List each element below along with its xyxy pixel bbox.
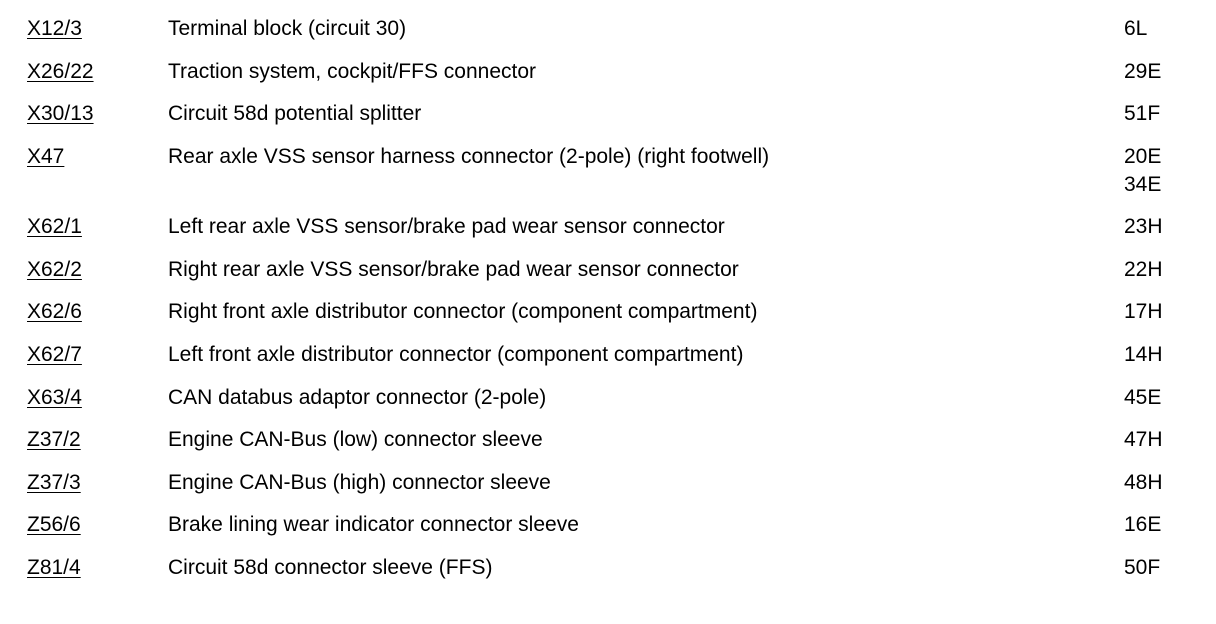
component-code-link[interactable]: Z81/4 — [27, 556, 81, 580]
legend-row: X47 Rear axle VSS sensor harness connecto… — [27, 143, 1187, 214]
component-description: Left front axle distributor connector (c… — [168, 343, 744, 367]
grid-reference-list: 47H — [1124, 426, 1163, 454]
legend-row: X26/22 Traction system, cockpit/FFS conne… — [27, 58, 1187, 101]
grid-reference: 23H — [1124, 215, 1163, 239]
legend-row: Z81/4 Circuit 58d connector sleeve (FFS) 5… — [27, 554, 1187, 597]
legend-row: Z37/2 Engine CAN-Bus (low) connector slee… — [27, 426, 1187, 469]
grid-reference-list: 17H — [1124, 298, 1163, 326]
component-code-link[interactable]: X47 — [27, 144, 65, 168]
grid-reference: 22H — [1124, 257, 1163, 281]
component-code-link[interactable]: X62/2 — [27, 257, 82, 281]
grid-reference-list: 16E — [1124, 511, 1161, 539]
grid-reference: 29E — [1124, 59, 1162, 83]
grid-reference-list: 22H — [1124, 256, 1163, 284]
component-code-link[interactable]: X63/4 — [27, 385, 82, 409]
component-description: Rear axle VSS sensor harness connector (… — [168, 144, 770, 168]
grid-reference: 34E — [1124, 172, 1162, 196]
component-description: Left rear axle VSS sensor/brake pad wear… — [168, 215, 725, 239]
grid-reference-list: 48H — [1124, 469, 1163, 497]
grid-reference: 47H — [1124, 428, 1163, 452]
grid-reference: 17H — [1124, 300, 1163, 324]
component-code-link[interactable]: X62/1 — [27, 215, 82, 239]
legend-row: X30/13 Circuit 58d potential splitter 51F — [27, 100, 1187, 143]
legend-row: X62/2 Right rear axle VSS sensor/brake pa… — [27, 256, 1187, 299]
legend-row: X12/3 Terminal block (circuit 30) 6L — [27, 15, 1187, 58]
component-code-link[interactable]: X62/6 — [27, 300, 82, 324]
legend-row: Z37/3 Engine CAN-Bus (high) connector sle… — [27, 469, 1187, 512]
grid-reference: 16E — [1124, 513, 1162, 537]
legend-row: X62/7 Left front axle distributor connect… — [27, 341, 1187, 384]
component-description: Circuit 58d potential splitter — [168, 102, 422, 126]
component-description: Brake lining wear indicator connector sl… — [168, 513, 579, 537]
component-description: Circuit 58d connector sleeve (FFS) — [168, 556, 493, 580]
grid-reference-list: 6L — [1124, 15, 1147, 43]
component-description: Engine CAN-Bus (low) connector sleeve — [168, 428, 543, 452]
component-code-link[interactable]: Z56/6 — [27, 513, 81, 537]
component-description: Right rear axle VSS sensor/brake pad wea… — [168, 257, 739, 281]
legend-row: X62/1 Left rear axle VSS sensor/brake pad… — [27, 213, 1187, 256]
component-description: Traction system, cockpit/FFS connector — [168, 59, 537, 83]
legend-row: Z56/6 Brake lining wear indicator connect… — [27, 511, 1187, 554]
component-description: CAN databus adaptor connector (2-pole) — [168, 385, 547, 409]
grid-reference: 20E — [1124, 144, 1162, 168]
grid-reference: 50F — [1124, 556, 1161, 580]
legend-row: X63/4 CAN databus adaptor connector (2-po… — [27, 384, 1187, 427]
component-code-link[interactable]: Z37/3 — [27, 470, 81, 494]
grid-reference-list: 29E — [1124, 58, 1161, 86]
component-code-link[interactable]: X12/3 — [27, 17, 82, 40]
component-description: Engine CAN-Bus (high) connector sleeve — [168, 470, 551, 494]
component-legend-table: X12/3 Terminal block (circuit 30) 6L X26/22… — [27, 15, 1187, 597]
grid-reference-list: 23H — [1124, 213, 1163, 241]
component-code-link[interactable]: X62/7 — [27, 343, 82, 367]
component-description: Right front axle distributor connector (… — [168, 300, 758, 324]
grid-reference: 45E — [1124, 385, 1162, 409]
grid-reference-list: 51F — [1124, 100, 1160, 128]
component-description: Terminal block (circuit 30) — [168, 17, 407, 40]
grid-reference-list: 14H — [1124, 341, 1163, 369]
grid-reference: 14H — [1124, 343, 1163, 367]
grid-reference-list: 50F — [1124, 554, 1160, 582]
component-code-link[interactable]: X26/22 — [27, 59, 94, 83]
component-code-link[interactable]: Z37/2 — [27, 428, 81, 452]
component-code-link[interactable]: X30/13 — [27, 102, 94, 126]
grid-reference: 48H — [1124, 470, 1163, 494]
grid-reference-list: 45E — [1124, 384, 1161, 412]
grid-reference: 6L — [1124, 17, 1148, 40]
legend-row: X62/6 Right front axle distributor connec… — [27, 298, 1187, 341]
grid-reference: 51F — [1124, 102, 1161, 126]
